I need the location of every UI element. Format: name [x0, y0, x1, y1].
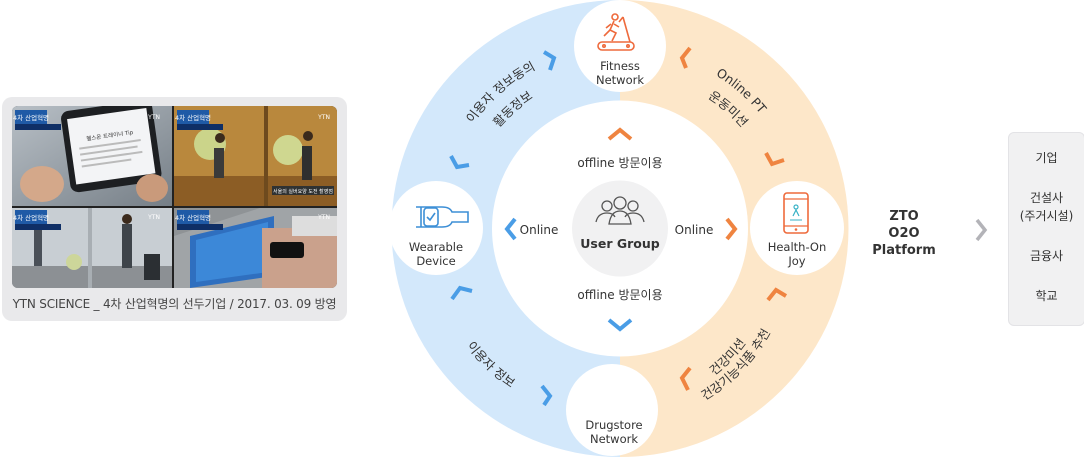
smartphone-icon: [783, 192, 809, 234]
target-item-finance: 금융사: [1029, 249, 1064, 263]
channel-text-4: YTN: [317, 214, 330, 221]
user-group-circle: [572, 180, 668, 277]
chevron-arc-icon-2: [449, 155, 470, 170]
chevron-up-icon: [607, 127, 633, 141]
target-item-residential: (주거시설): [1019, 209, 1074, 223]
chevron-arc-icon-1: [542, 50, 557, 71]
chevron-right-icon: [725, 217, 738, 241]
drugstore-label-2: Network: [590, 432, 638, 446]
video-collage[interactable]: 헬스온 트레이너 Tip 서울의 실버요양 도전 촬영점: [12, 106, 337, 288]
treadmill-icon: [597, 13, 635, 51]
drugstore-network-node[interactable]: Drugstore Network: [566, 364, 658, 456]
target-item-construction: 건설사: [1029, 191, 1064, 205]
wearable-label-1: Wearable: [409, 240, 463, 254]
fitness-network-node[interactable]: Fitness Network: [574, 0, 666, 92]
channel-text-2: YTN: [317, 114, 330, 121]
user-group-icon: [595, 196, 645, 225]
platform-line-2: O2O Platform: [872, 226, 936, 258]
chevron-arc-icon-3: [450, 285, 473, 301]
chevron-left-icon: [504, 217, 517, 241]
health-on-label-2: Joy: [787, 254, 805, 268]
health-on-joy-node[interactable]: Health-On Joy: [750, 181, 844, 275]
badge-text: 4차 산업혁명: [13, 113, 49, 122]
video-thumbnail-card[interactable]: 헬스온 트레이너 Tip 서울의 실버요양 도전 촬영점: [2, 97, 347, 321]
chevron-arc-icon-6: [764, 152, 785, 167]
offline-bottom-label: offline 방문이용: [577, 288, 662, 302]
target-item-school: 학교: [1035, 289, 1058, 303]
channel-text-3: YTN: [147, 214, 160, 221]
channel-text: YTN: [147, 114, 160, 121]
chevron-right-icon-platform: [975, 218, 988, 242]
smartwatch-icon: [416, 206, 469, 228]
collage-image: 헬스온 트레이너 Tip 서울의 실버요양 도전 촬영점: [12, 106, 337, 288]
chevron-arc-icon-8: [679, 366, 692, 391]
health-on-label-1: Health-On: [768, 240, 827, 254]
badge-text-2: 4차 산업혁명: [175, 113, 211, 122]
service-ecosystem-diagram: User Group offline 방문이용 offline 방문이용 Onl…: [389, 0, 849, 457]
chevron-down-icon: [607, 318, 633, 332]
video-caption: YTN SCIENCE _ 4차 산업혁명의 선두기업 / 2017. 03. …: [12, 297, 337, 311]
target-list-card: 기업 건설사 (주거시설) 금융사 학교: [1008, 132, 1084, 326]
user-group-label: User Group: [580, 236, 659, 251]
online-right-label: Online: [675, 223, 714, 237]
fitness-label-1: Fitness: [600, 59, 640, 73]
wearable-device-node[interactable]: Wearable Device: [389, 181, 483, 275]
chevron-arc-icon-5: [679, 46, 692, 69]
platform-line-1: ZTO: [889, 209, 919, 224]
offline-top-label: offline 방문이용: [577, 156, 662, 170]
badge-text-3: 4차 산업혁명: [13, 213, 49, 222]
zto-platform-label: ZTO O2O Platform: [860, 208, 948, 259]
subtitle-text: 서울의 실버요양 도전 촬영점: [273, 188, 333, 195]
chevron-arc-icon-7: [766, 287, 788, 302]
fitness-label-2: Network: [596, 73, 644, 87]
wearable-label-2: Device: [416, 254, 455, 268]
chevron-arc-icon-4: [540, 384, 553, 407]
badge-text-4: 4차 산업혁명: [175, 213, 211, 222]
target-item-company: 기업: [1035, 151, 1058, 165]
drugstore-label-1: Drugstore: [585, 418, 642, 432]
online-left-label: Online: [520, 223, 559, 237]
